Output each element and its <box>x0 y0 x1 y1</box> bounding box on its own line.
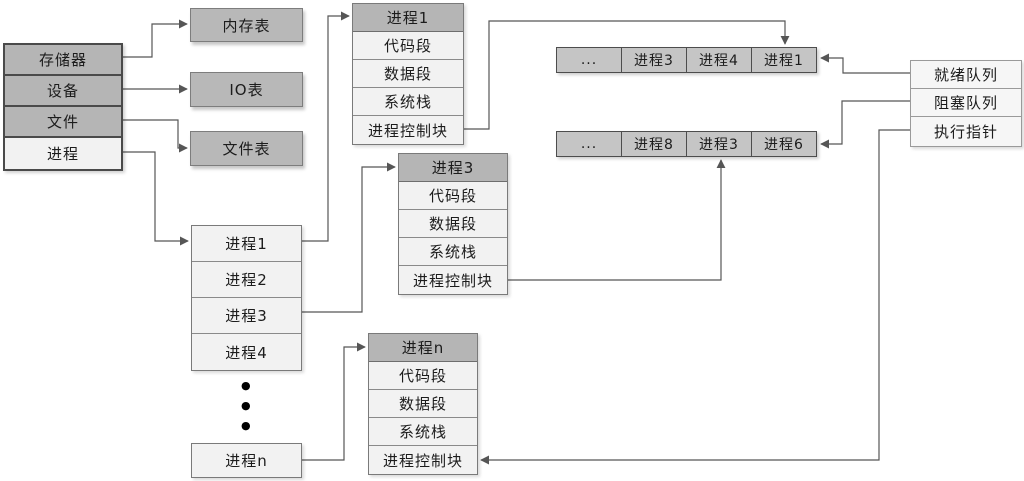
io-table-box: IO表 <box>190 72 303 107</box>
process-list-row-2: 进程2 <box>192 262 301 298</box>
pcbn-system-stack: 系统栈 <box>369 418 477 446</box>
arrow-blockedptr-to-blockedqueue <box>820 100 910 149</box>
blocked-queue-cell-ellipsis: ... <box>556 131 622 157</box>
process-list-row-4: 进程4 <box>192 334 301 370</box>
arrow-execptr-to-pcb-bottom <box>480 129 910 465</box>
os-table-row-storage: 存储器 <box>5 45 121 76</box>
arrow-storage-to-memtable <box>123 19 188 58</box>
os-table-row-file: 文件 <box>5 107 121 138</box>
process-list-row-1: 进程1 <box>192 226 301 262</box>
arrow-process-to-proclist <box>123 151 189 246</box>
ellipsis-dot-icon: ● <box>241 419 251 432</box>
os-table-row-device: 设备 <box>5 76 121 107</box>
vertical-ellipsis-dots: ● ● ● <box>241 379 251 432</box>
blocked-queue-cell: 进程6 <box>752 131 817 157</box>
ready-queue-cell-ellipsis: ... <box>556 47 622 73</box>
process-list-row-3: 进程3 <box>192 298 301 334</box>
blocked-queue-cell: 进程8 <box>622 131 687 157</box>
file-table-box: 文件表 <box>190 131 303 166</box>
pcbn-code-segment: 代码段 <box>369 362 477 390</box>
ready-queue-strip: ... 进程3 进程4 进程1 <box>556 47 817 73</box>
blocked-queue-strip: ... 进程8 进程3 进程6 <box>556 131 817 157</box>
pcbn-header: 进程n <box>369 334 477 362</box>
arrow-readyptr-to-readyqueue <box>820 53 910 74</box>
os-table-row-process: 进程 <box>5 138 121 169</box>
ellipsis-dot-icon: ● <box>241 379 251 392</box>
ready-queue-cell: 进程4 <box>687 47 752 73</box>
pcb3-control-block: 进程控制块 <box>399 266 507 294</box>
process-n-box: 进程n <box>191 443 302 478</box>
arrow-pcbmid-to-blockedqueue <box>508 159 726 281</box>
pcb1-data-segment: 数据段 <box>353 60 463 88</box>
pcbn-data-segment: 数据段 <box>369 390 477 418</box>
blocked-queue-cell: 进程3 <box>687 131 752 157</box>
pcb3-code-segment: 代码段 <box>399 182 507 210</box>
pcb3-data-segment: 数据段 <box>399 210 507 238</box>
os-resource-table: 存储器 设备 文件 进程 <box>3 43 123 171</box>
pcb3-system-stack: 系统栈 <box>399 238 507 266</box>
pcbn-control-block: 进程控制块 <box>369 446 477 474</box>
ellipsis-dot-icon: ● <box>241 399 251 412</box>
arrow-procn-to-pcb-bottom <box>302 342 366 461</box>
arrow-pcbtop-to-readyqueue <box>464 20 790 130</box>
process-list: 进程1 进程2 进程3 进程4 <box>191 225 302 371</box>
pcb1-code-segment: 代码段 <box>353 32 463 60</box>
arrow-file-to-filetable <box>123 119 188 153</box>
ready-queue-cell: 进程3 <box>622 47 687 73</box>
ready-queue-pointer: 就绪队列 <box>911 61 1021 89</box>
scheduler-pointer-table: 就绪队列 阻塞队列 执行指针 <box>910 60 1022 147</box>
arrow-proc3-to-pcb-mid <box>302 162 396 313</box>
arrow-proc1-to-pcb-top <box>302 11 350 242</box>
pcb1-system-stack: 系统栈 <box>353 88 463 116</box>
pcb1-header: 进程1 <box>353 4 463 32</box>
pcb1-control-block: 进程控制块 <box>353 116 463 144</box>
memory-table-box: 内存表 <box>190 8 303 42</box>
pcb-table-processn: 进程n 代码段 数据段 系统栈 进程控制块 <box>368 333 478 475</box>
blocked-queue-pointer: 阻塞队列 <box>911 89 1021 117</box>
pcb-table-process1: 进程1 代码段 数据段 系统栈 进程控制块 <box>352 3 464 145</box>
execution-pointer: 执行指针 <box>911 117 1021 146</box>
ready-queue-cell: 进程1 <box>752 47 817 73</box>
pcb-table-process3: 进程3 代码段 数据段 系统栈 进程控制块 <box>398 153 508 295</box>
pcb3-header: 进程3 <box>399 154 507 182</box>
